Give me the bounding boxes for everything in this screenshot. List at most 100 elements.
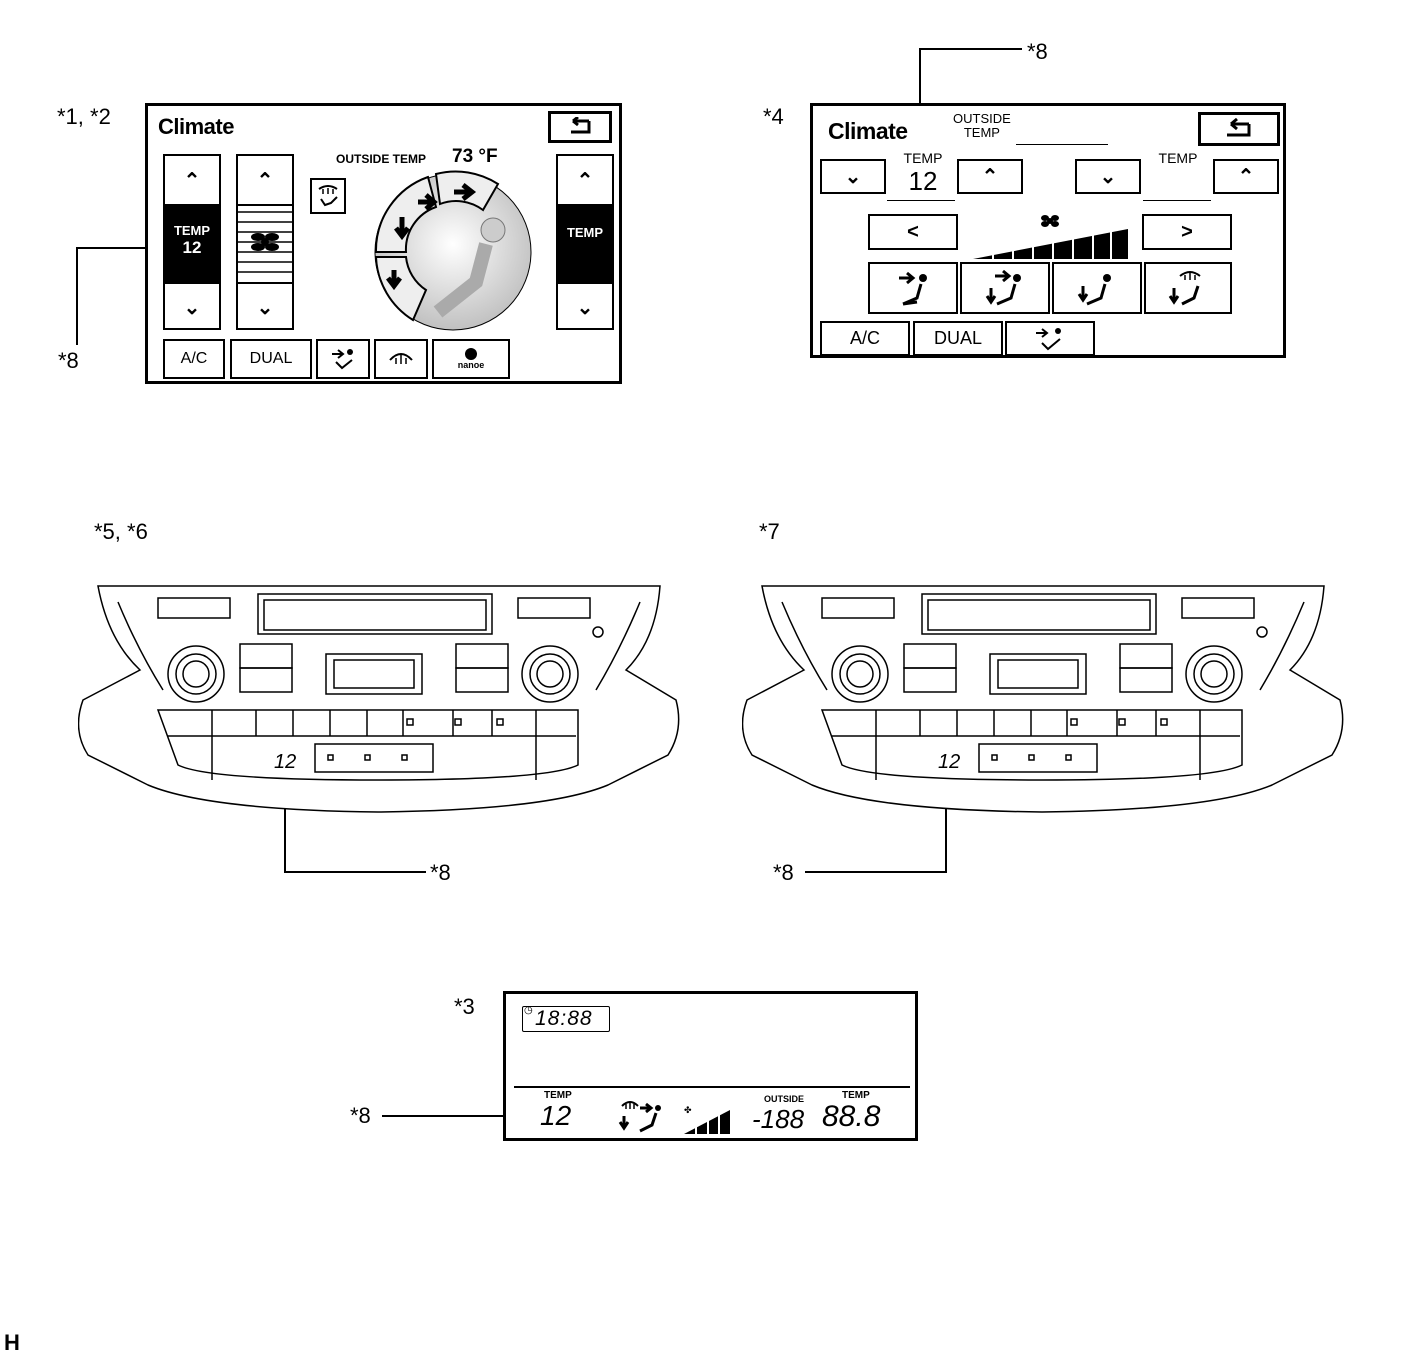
fan-level-indicator	[973, 215, 1128, 259]
dual-button[interactable]: DUAL	[230, 339, 312, 379]
outside-value: -188	[752, 1104, 805, 1134]
right-temp-up-button[interactable]: ⌃	[558, 156, 612, 206]
nanoe-label: nanoe	[457, 360, 485, 370]
left-temp-label: TEMP	[173, 223, 211, 238]
floor-vent-icon	[1077, 274, 1111, 306]
outside-temp-label: OUTSIDE TEMP	[336, 152, 427, 166]
right-temp-label: TEMP	[566, 225, 604, 240]
fan-speed-column: ⌃ ⌄	[236, 154, 294, 330]
lcd-display-3: ◷ 18:88 TEMP 12 ✤ OUTSIDE -188 TEMP 88.8	[503, 991, 918, 1141]
right-knob	[521, 645, 579, 703]
ventilation-button[interactable]	[1005, 321, 1095, 356]
face-vent-icon	[899, 271, 927, 306]
fan-up-button[interactable]: ⌃	[238, 156, 292, 206]
rear-defog-button[interactable]	[374, 339, 428, 379]
chevron-up-icon: ⌃	[576, 169, 594, 192]
left-temp-down-button[interactable]: ⌄	[820, 159, 886, 194]
ac-button[interactable]: A/C	[820, 321, 910, 356]
callout-8-screen4: *8	[1027, 39, 1048, 64]
callout-7: *7	[759, 519, 780, 544]
front-defog-button[interactable]	[310, 178, 346, 214]
chevron-up-icon: ⌃	[256, 169, 274, 192]
left-temp-down-button[interactable]: ⌄	[165, 282, 219, 330]
back-button[interactable]	[548, 111, 612, 143]
back-icon	[571, 117, 591, 134]
right-temp-down-button[interactable]: ⌄	[558, 282, 612, 330]
clock-box: ◷ 18:88	[522, 1005, 610, 1032]
dual-button[interactable]: DUAL	[913, 321, 1003, 356]
control-panel-7: 12	[742, 585, 1344, 813]
callout-8-panel56: *8	[430, 860, 451, 885]
right-temp-column: ⌃ TEMP ⌄	[556, 154, 614, 330]
chevron-down-icon: ⌄	[844, 166, 862, 188]
ac-label: A/C	[849, 328, 880, 348]
callout-4: *4	[763, 104, 784, 129]
clock-value: 18:88	[535, 1007, 593, 1030]
floor-defrost-mode-button[interactable]	[1144, 262, 1232, 314]
right-vent-slot	[1181, 597, 1255, 619]
right-temp-underline	[1143, 200, 1211, 201]
defrost-icon	[389, 353, 413, 364]
vent-occupant-icon	[1036, 327, 1061, 350]
airflow-mode-selector	[374, 170, 532, 331]
screen-title: Climate	[158, 114, 234, 139]
center-display	[989, 653, 1087, 695]
outside-temp-value-blank	[1016, 144, 1108, 145]
callout-8-panel7: *8	[773, 860, 794, 885]
right-vent-slot	[517, 597, 591, 619]
face-floor-mode-button[interactable]	[960, 262, 1050, 314]
chevron-right-icon: >	[1181, 220, 1193, 243]
bilevel-vent-icon	[985, 269, 1021, 306]
face-floor-mode-button	[374, 175, 438, 253]
chevron-up-icon: ⌃	[1237, 166, 1255, 188]
indicator-led	[1256, 626, 1268, 638]
chevron-down-icon: ⌄	[256, 296, 274, 319]
floor-mode-button	[374, 256, 428, 322]
fan-level-icon: ✤	[684, 1105, 730, 1134]
mode-button-group	[314, 743, 434, 773]
temp-value: 12	[540, 1100, 572, 1131]
outside-label: OUTSIDE	[764, 1094, 805, 1104]
right-temp-label: TEMP	[1158, 150, 1198, 166]
nanoe-button[interactable]: nanoe	[432, 339, 510, 379]
left-temp-column: ⌃ TEMP 12 ⌄	[163, 154, 221, 330]
cd-slot	[257, 593, 493, 635]
left-temp-display: TEMP 12	[165, 204, 219, 282]
dual-label: DUAL	[249, 350, 293, 367]
outside-temp-label-1: OUTSIDE	[953, 111, 1011, 126]
right-temp-down-button[interactable]: ⌄	[1075, 159, 1141, 194]
callout-1-2: *1, *2	[57, 104, 111, 129]
recirculation-button[interactable]	[316, 339, 370, 379]
fan-down-button[interactable]: ⌄	[238, 282, 292, 330]
chevron-down-icon: ⌄	[576, 296, 594, 319]
outside-temp-label-2: TEMP	[963, 125, 1000, 140]
fan-icon	[251, 233, 279, 251]
floor-mode-button[interactable]	[1052, 262, 1142, 314]
callout-3: *3	[454, 994, 475, 1019]
footer-letter: H	[4, 1330, 20, 1355]
panel-temp-display: 12	[938, 751, 960, 773]
panel-temp-display: 12	[274, 751, 296, 773]
left-temp-up-button[interactable]: ⌃	[957, 159, 1023, 194]
right-temp-up-button[interactable]: ⌃	[1213, 159, 1279, 194]
fan-decrease-button[interactable]: <	[868, 214, 958, 250]
outside-temp-label: OUTSIDE TEMP	[953, 112, 1011, 140]
back-button[interactable]	[1198, 112, 1280, 146]
ac-button[interactable]: A/C	[163, 339, 225, 379]
left-temp-value: 12	[908, 166, 938, 196]
fan-increase-button[interactable]: >	[1142, 214, 1232, 250]
right-knob	[1185, 645, 1243, 703]
svg-text:✤: ✤	[684, 1105, 692, 1115]
vent-occupant-icon	[332, 349, 353, 370]
indicator-led	[592, 626, 604, 638]
chevron-left-icon: <	[907, 220, 919, 243]
defrost-floor-icon	[1168, 271, 1201, 306]
divider	[514, 1086, 910, 1088]
left-temp-up-button[interactable]: ⌃	[165, 156, 219, 206]
left-temp-underline	[887, 200, 955, 201]
left-knob	[831, 645, 889, 703]
left-temp-label: TEMP	[903, 150, 943, 166]
face-mode-button[interactable]	[868, 262, 958, 314]
ac-label: A/C	[180, 350, 208, 367]
chevron-up-icon: ⌃	[981, 166, 999, 188]
